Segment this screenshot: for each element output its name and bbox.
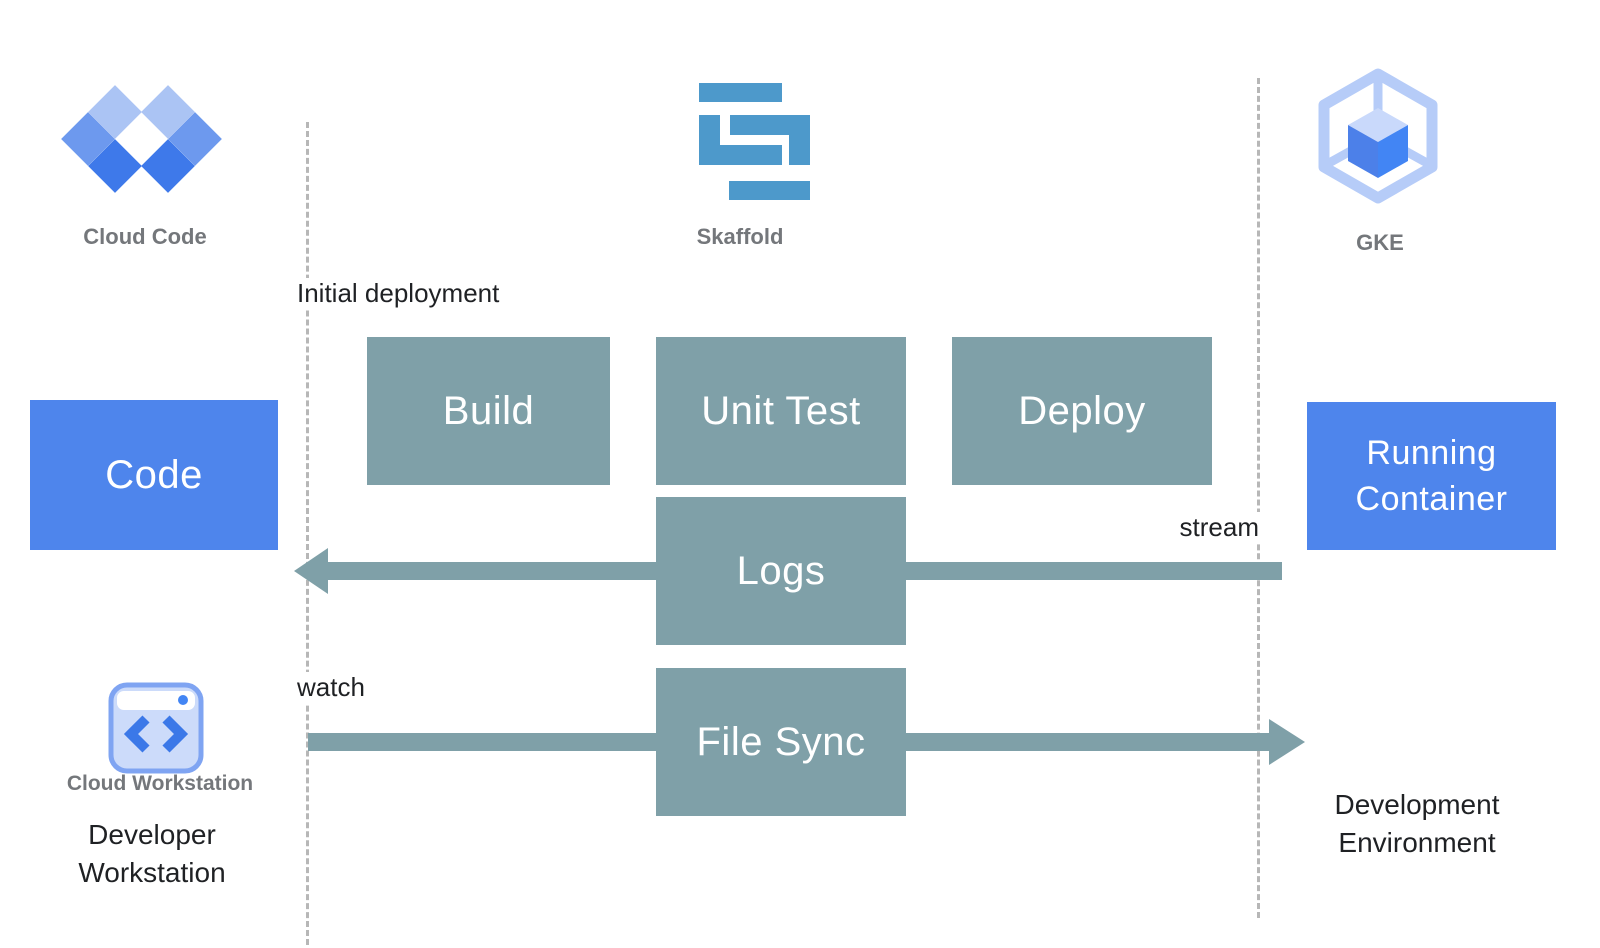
skaffold-label: Skaffold [696,224,784,249]
developer-workstation-caption: Developer Workstation [78,819,226,888]
logs-stream-arrowhead-icon [294,548,328,594]
cloud-code-icon [60,85,235,195]
developer-lifeline-dashed [306,122,309,945]
cloud-workstation-label: Cloud Workstation [66,772,254,795]
file-sync-arrowhead-icon [1269,719,1305,765]
running-container-node: Running Container [1307,402,1556,550]
development-environment-caption: Development Environment [1334,789,1500,858]
cloud-code-label: Cloud Code [83,224,207,249]
unit-test-node: Unit Test [656,337,906,485]
gke-icon [1318,68,1438,204]
watch-label: watch [294,672,368,703]
skaffold-icon [699,83,810,200]
deploy-node: Deploy [952,337,1212,485]
logs-node: Logs [656,497,906,645]
file-sync-node: File Sync [656,668,906,816]
environment-lifeline-dashed [1257,78,1260,918]
cloud-workstation-icon [108,682,204,774]
gke-label: GKE [1356,230,1404,255]
initial-deployment-label: Initial deployment [294,278,503,309]
build-node: Build [367,337,610,485]
code-node: Code [30,400,278,550]
stream-label: stream [1100,512,1262,543]
